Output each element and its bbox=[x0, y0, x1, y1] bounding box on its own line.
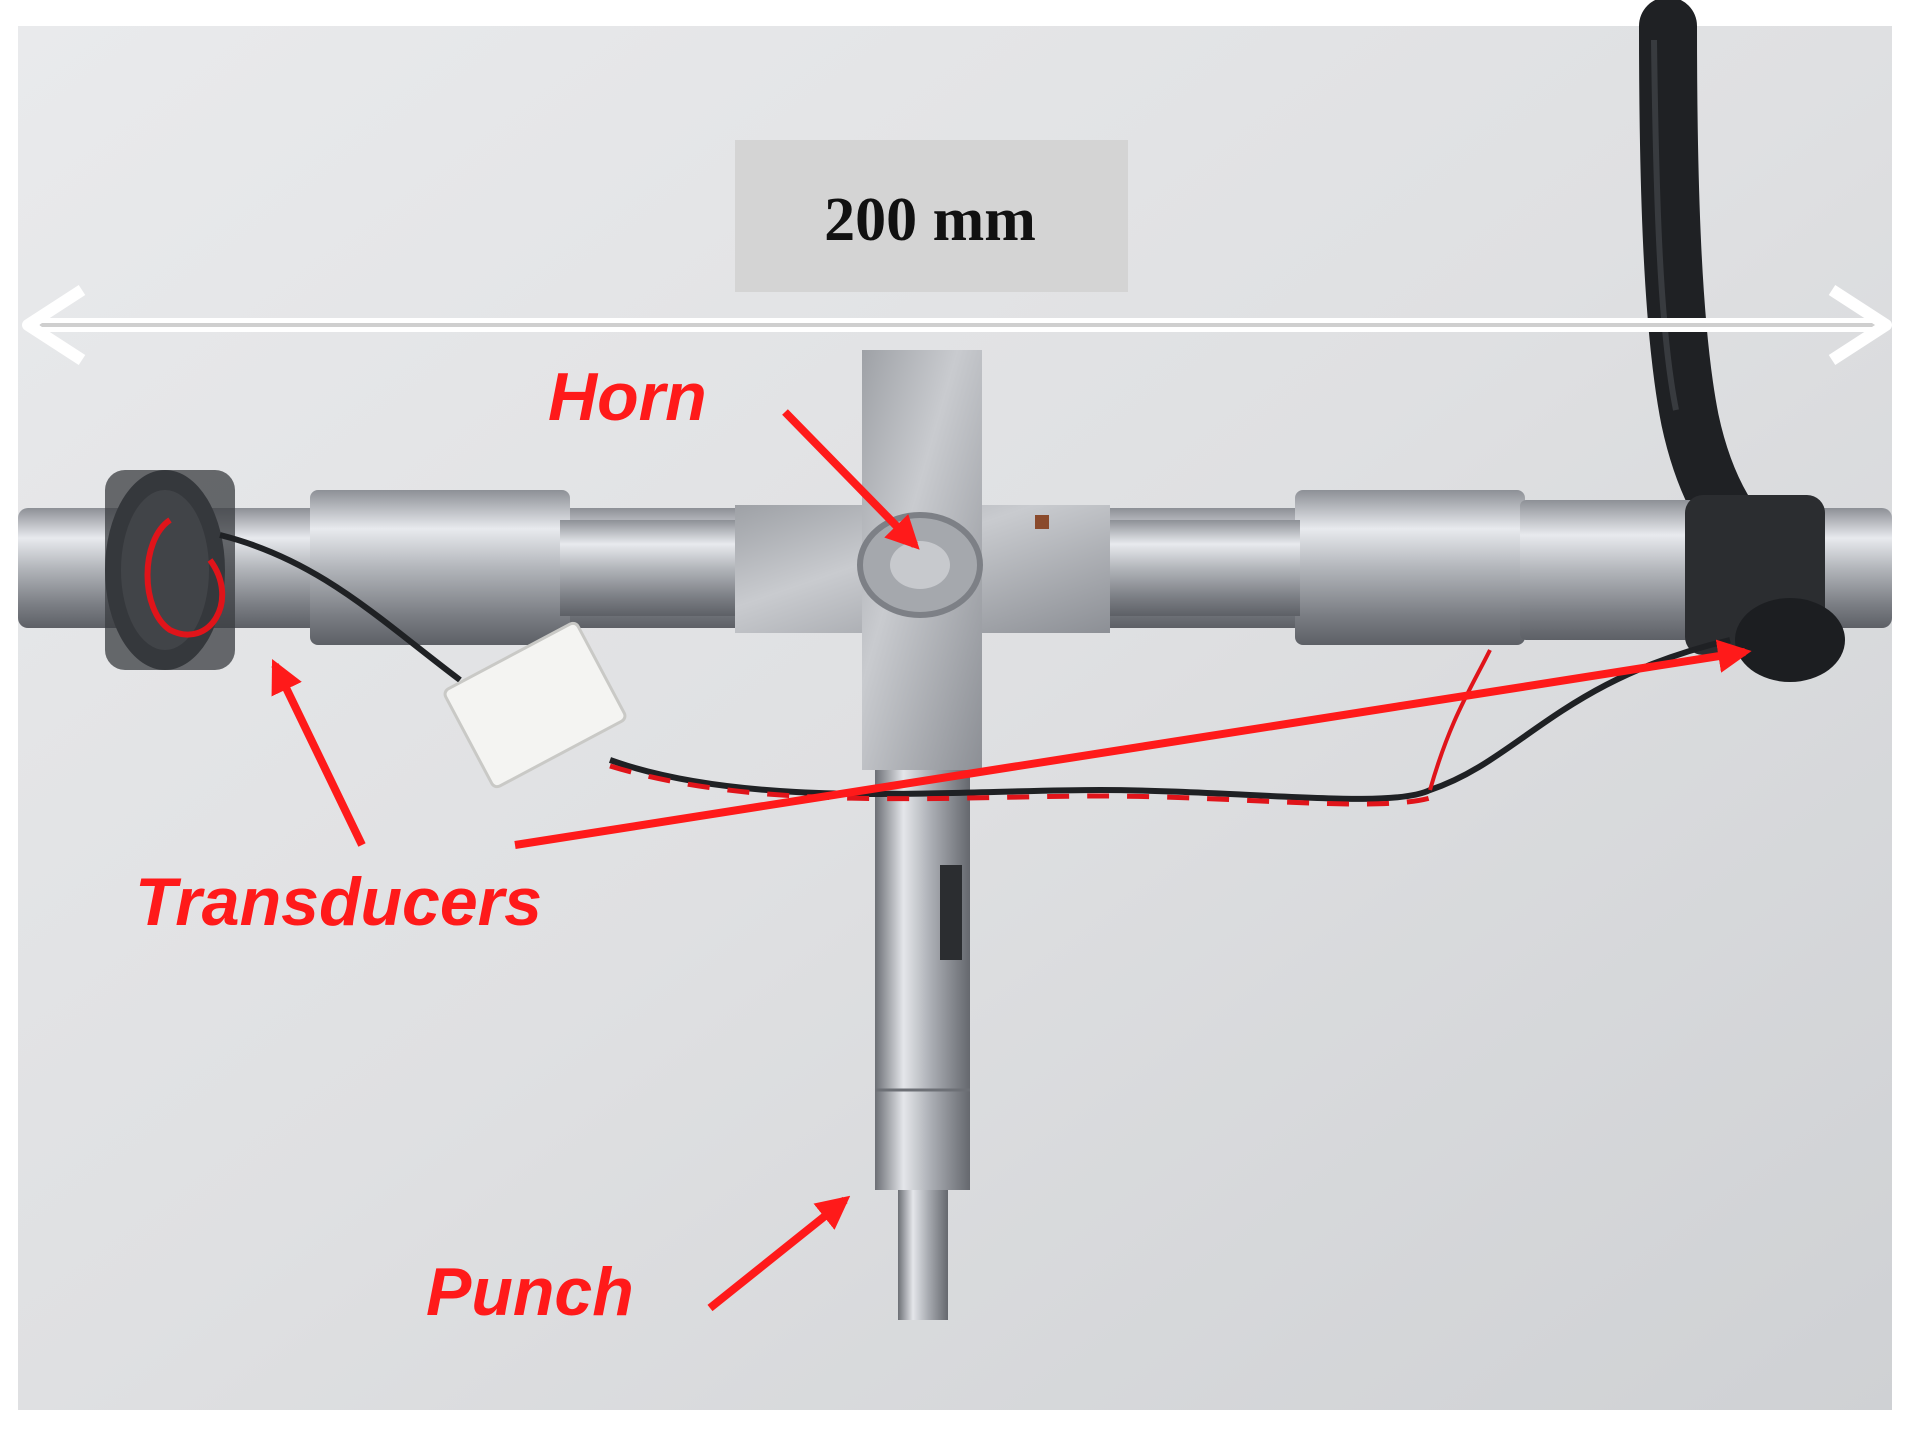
scale-label: 200 mm bbox=[824, 186, 1036, 254]
transducer-arrow-left bbox=[271, 658, 366, 847]
horn-block bbox=[735, 350, 1110, 770]
scale-arrowhead-right bbox=[1828, 284, 1892, 366]
scale-indicator: 200 mm bbox=[22, 140, 1892, 366]
horizontal-rod bbox=[18, 490, 1892, 645]
left-transducer bbox=[105, 470, 235, 670]
horn-arrow bbox=[782, 409, 920, 550]
punch-arrow bbox=[707, 1195, 851, 1312]
scale-label-box bbox=[735, 140, 1128, 292]
annotation-arrows bbox=[271, 409, 1752, 1312]
punch bbox=[875, 770, 970, 1320]
transducer-arrow-right bbox=[514, 639, 1752, 849]
horn-label: Horn bbox=[548, 359, 707, 435]
punch-label: Punch bbox=[426, 1254, 634, 1330]
right-transducer bbox=[1685, 495, 1845, 682]
transducers-label: Transducers bbox=[135, 864, 542, 940]
scale-arrowhead-left bbox=[22, 284, 86, 366]
